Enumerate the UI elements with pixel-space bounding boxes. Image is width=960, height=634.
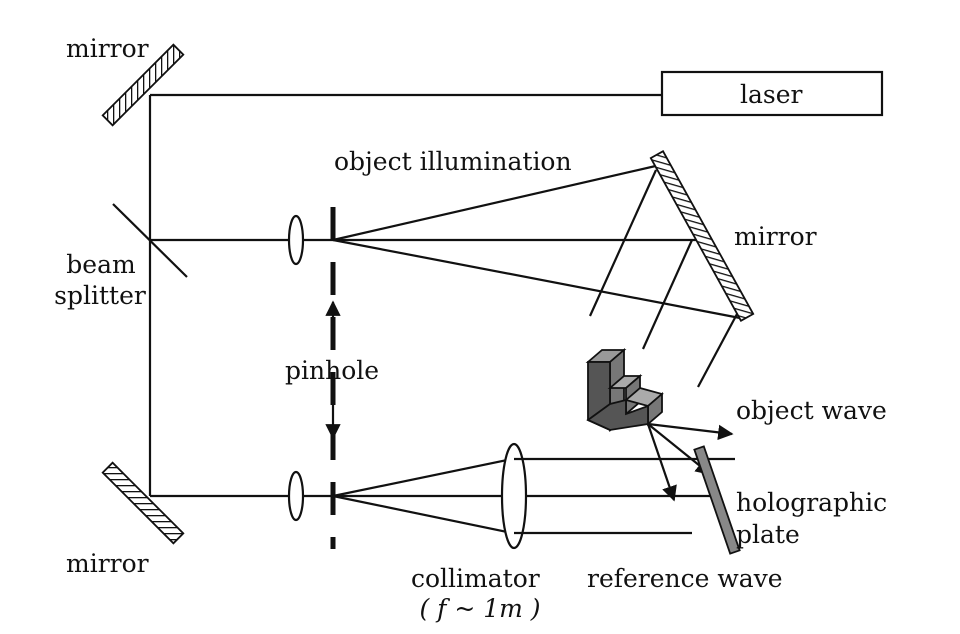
splitter-label: splitter (54, 281, 146, 310)
object-illumination-label: object illumination (334, 147, 572, 176)
illumination-ray-bottom (332, 238, 741, 320)
collimator-label: collimator (411, 564, 540, 593)
plate-label: plate (736, 520, 800, 549)
reflected-ray-3 (697, 313, 738, 388)
holographic-label: holographic (736, 488, 888, 517)
object-block (585, 348, 664, 432)
laser-label: laser (740, 80, 803, 109)
focal-length-label: ( f ~ 1m ) (419, 594, 541, 623)
right-mirror (649, 150, 755, 322)
reflected-ray-2 (641, 239, 694, 350)
pinhole-label: pinhole (285, 356, 380, 385)
reference-fan-top (332, 457, 513, 498)
reflected-ray-1 (588, 169, 658, 317)
mirror-right-label: mirror (734, 222, 817, 251)
laser-box (660, 70, 884, 117)
top-left-mirror (101, 43, 185, 127)
beam-label: beam (66, 250, 136, 279)
mirror-bottom-label: mirror (66, 549, 149, 578)
object-wave-arrow-3 (646, 423, 677, 502)
object-wave-label: object wave (736, 396, 887, 425)
reference-wave-label: reference wave (587, 564, 783, 593)
object-wave-arrow-1 (647, 422, 734, 441)
bottom-left-mirror (101, 461, 185, 545)
holographic-plate (693, 445, 741, 555)
lower-lens (287, 470, 305, 522)
reference-fan-bottom (332, 494, 513, 535)
upper-lens (287, 214, 305, 266)
mirror-top-label: mirror (66, 34, 149, 63)
collimator-lens (500, 442, 528, 550)
illumination-ray-top (332, 163, 661, 242)
